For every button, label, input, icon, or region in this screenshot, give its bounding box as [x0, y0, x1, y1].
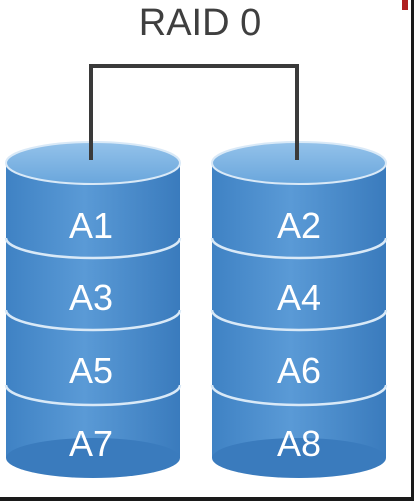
- connector-line: [89, 64, 299, 158]
- disk-2-divider-1: [210, 237, 388, 260]
- disk-1-divider-1: [4, 237, 182, 260]
- disk-2-body: [212, 163, 386, 458]
- disk-1-bottom: [6, 438, 180, 478]
- block-label-a8: A8: [277, 423, 321, 464]
- disk-1-divider-2: [4, 309, 182, 332]
- block-label-a7: A7: [69, 423, 113, 464]
- block-label-a4: A4: [277, 277, 321, 318]
- disk-2-bottom: [212, 438, 386, 478]
- block-label-a5: A5: [69, 350, 113, 391]
- diagram-title: RAID 0: [138, 2, 262, 44]
- block-label-a2: A2: [277, 205, 321, 246]
- disk-2-divider-2: [210, 309, 388, 332]
- disk-1-divider-3: [4, 384, 182, 407]
- block-label-a3: A3: [69, 277, 113, 318]
- disk-1: A1 A3 A5 A7: [4, 141, 182, 478]
- disk-2: A2 A4 A6 A8: [210, 141, 388, 478]
- disk-1-body: [6, 163, 180, 458]
- disk-2-divider-3: [210, 384, 388, 407]
- corner-mark: [402, 0, 408, 10]
- block-label-a6: A6: [277, 350, 321, 391]
- block-label-a1: A1: [69, 205, 113, 246]
